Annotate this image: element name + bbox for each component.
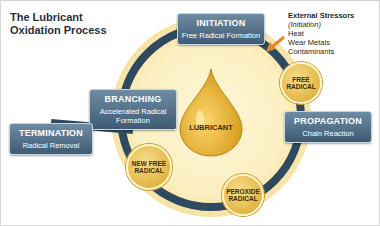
stage-box: INITIATION Free Radical Formation (177, 13, 265, 45)
stage-heading: PROPAGATION (288, 116, 368, 127)
node-label: LUBRICANT (178, 123, 244, 132)
drop-shape (178, 67, 244, 157)
stage-description: Accelerated Radical Formation (93, 107, 173, 125)
stage-description: Radical Removal (13, 141, 89, 150)
note-line: Contaminants (288, 47, 354, 56)
stage-box: TERMINATION Radical Removal (9, 123, 93, 155)
note-line: Wear Metals (288, 38, 354, 47)
radical-circle: PEROXIDE RADICAL (222, 174, 264, 216)
stage-heading: TERMINATION (13, 128, 89, 139)
note-line: External Stressors (288, 11, 354, 20)
stressor-note: External Stressors(Initiation)HeatWear M… (288, 11, 354, 56)
lubricant-drop: LUBRICANT (178, 67, 244, 157)
note-line: Heat (288, 29, 354, 38)
note-line: (Initiation) (288, 20, 354, 29)
node-label: FREE RADICAL (285, 76, 317, 91)
stressor-arrow (272, 37, 284, 47)
stage-heading: INITIATION (181, 18, 261, 29)
stage-heading: BRANCHING (93, 94, 173, 105)
stage-description: Free Radical Formation (181, 31, 261, 40)
radical-circle: NEW FREE RADICAL (126, 144, 172, 190)
stage-description: Chain Reaction (288, 129, 368, 138)
diagram-title: The Lubricant Oxidation Process (10, 11, 122, 37)
radical-circle: FREE RADICAL (280, 62, 322, 104)
node-label: NEW FREE RADICAL (131, 160, 167, 175)
stage-box: BRANCHING Accelerated Radical Formation (89, 89, 177, 130)
stage-box: PROPAGATION Chain Reaction (284, 111, 372, 143)
stressor-arrowhead (266, 42, 276, 52)
node-label: PEROXIDE RADICAL (226, 188, 260, 203)
